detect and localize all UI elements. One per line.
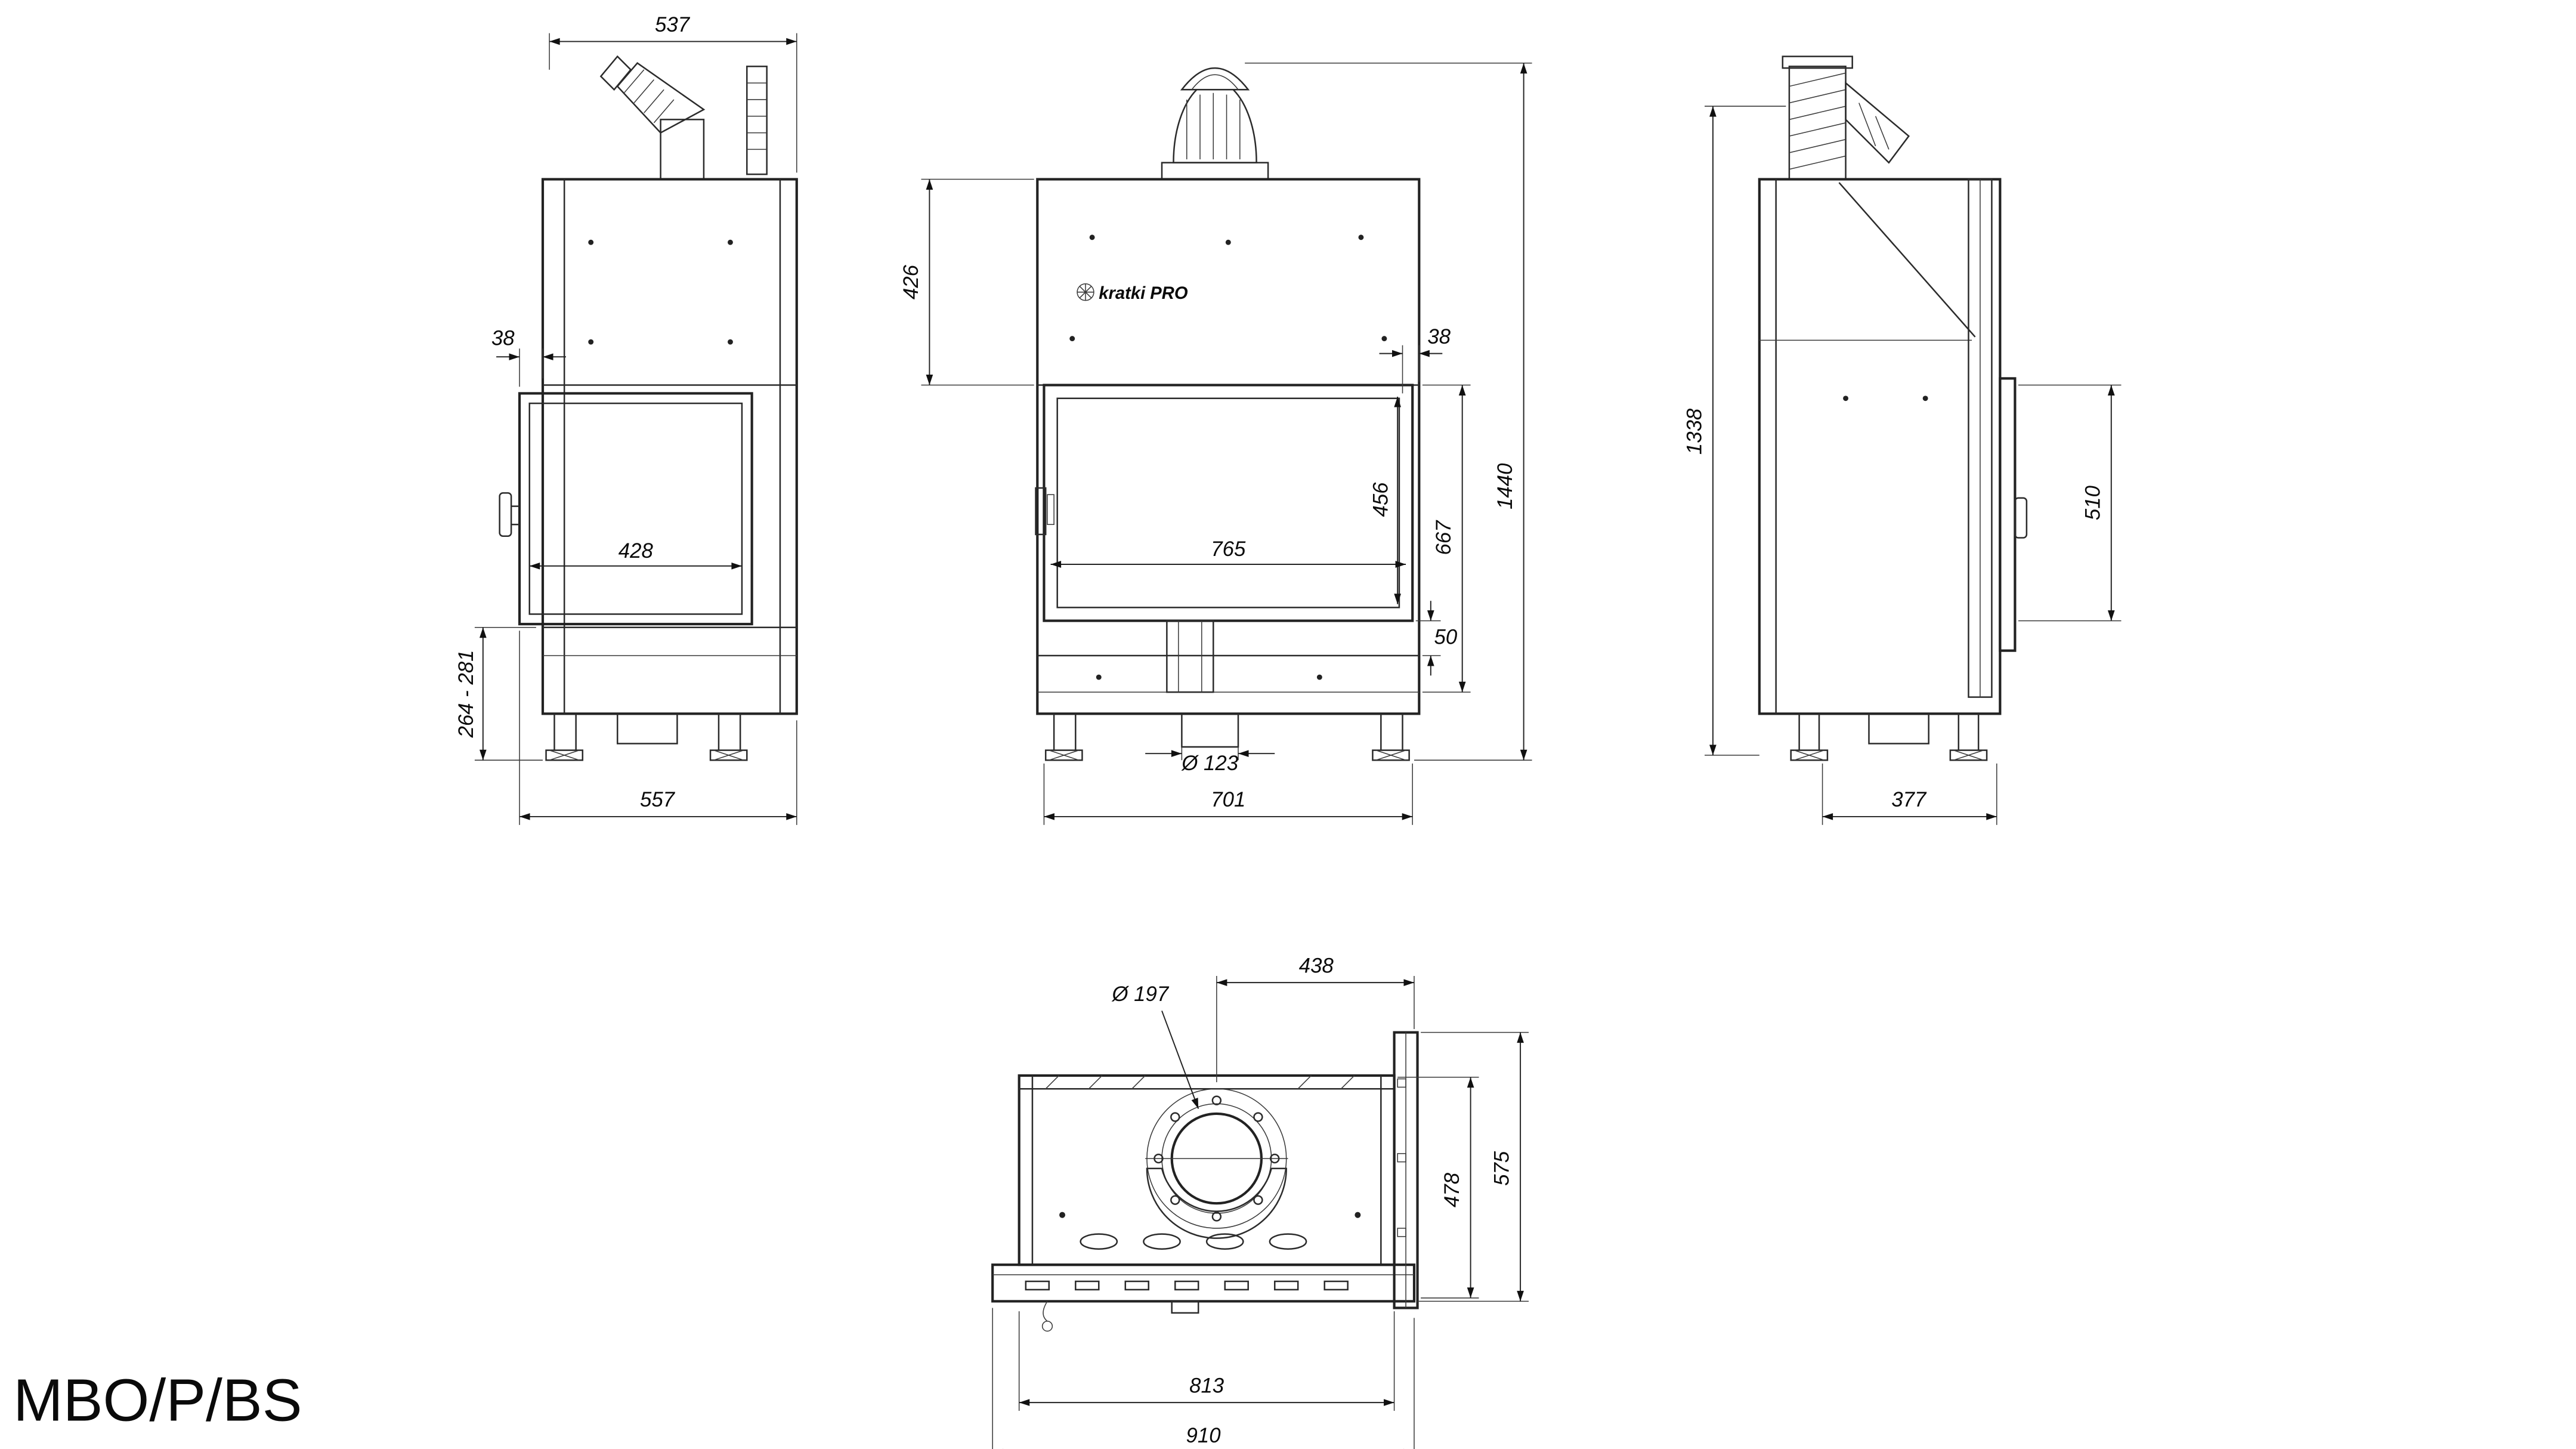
body-side-left <box>541 178 798 715</box>
dim-front-hood-height: 426 <box>900 178 1034 386</box>
dim-label-197: Ø 197 <box>1111 983 1169 1006</box>
dim-label-264-281: 264 - 281 <box>455 650 478 739</box>
dim-front-air-inlet: Ø 123 <box>1145 747 1275 775</box>
dim-label-478: 478 <box>1441 1172 1464 1207</box>
dim-front-plinth-gap: 50 <box>1415 601 1458 676</box>
top-side-glass-strip <box>1393 1031 1419 1309</box>
dim-label-575: 575 <box>1491 1151 1514 1186</box>
view-side-left: 537 38 428 264 - 281 557 <box>455 14 798 825</box>
dim-label-1338: 1338 <box>1683 408 1706 455</box>
view-top: Ø 197 438 478 575 813 <box>991 954 1529 1449</box>
dim-label-813: 813 <box>1189 1374 1224 1397</box>
dim-side-total-depth: 557 <box>519 631 797 825</box>
top-body <box>1018 1074 1396 1266</box>
dim-label-456: 456 <box>1369 482 1392 517</box>
body-side-right <box>1758 178 2002 715</box>
door-handle-right <box>2014 497 2028 539</box>
dim-side-top-width: 537 <box>549 14 797 173</box>
dim-label-38-left: 38 <box>491 328 515 350</box>
dim-label-123: Ø 123 <box>1181 752 1238 775</box>
view-front: kratki PRO <box>900 62 1532 825</box>
base-front <box>1037 620 1420 693</box>
dim-top-flue-diameter: Ø 197 <box>1111 983 1199 1109</box>
door-front <box>1035 384 1414 622</box>
dim-label-50: 50 <box>1434 626 1458 649</box>
dim-label-765: 765 <box>1211 538 1246 561</box>
dim-right-base-depth: 377 <box>1822 763 1997 825</box>
dim-label-910: 910 <box>1186 1425 1221 1447</box>
brand-logo: kratki PRO <box>1077 283 1188 303</box>
legs-side-left <box>545 713 748 761</box>
dim-front-glass-width: 765 <box>1050 538 1406 568</box>
side-glass-right <box>1999 377 2028 652</box>
dim-top-total-width: 910 <box>992 1308 1415 1449</box>
dim-label-38-right: 38 <box>1427 326 1451 348</box>
dim-right-body-height: 1338 <box>1683 106 1786 756</box>
view-side-right: 1338 510 377 <box>1683 55 2122 825</box>
dim-label-667: 667 <box>1433 520 1455 555</box>
dim-front-door-offset: 38 <box>1379 326 1451 394</box>
dim-top-total-depth: 575 <box>1417 1031 1529 1302</box>
door-handle-front <box>1035 487 1047 536</box>
dim-right-glass-height: 510 <box>2018 384 2122 622</box>
dim-side-door-offset: 38 <box>491 328 566 387</box>
legs-side-right <box>1790 713 1988 761</box>
dim-side-glass-width: 428 <box>529 540 742 570</box>
dim-top-flue-offset: 438 <box>1216 954 1415 1083</box>
brand-logo-text: kratki PRO <box>1099 284 1188 303</box>
flue-elbow-left-icon <box>599 55 768 180</box>
door-handle-left <box>499 492 512 537</box>
handle-tool-icon <box>1041 1320 1053 1332</box>
dim-label-701: 701 <box>1211 789 1245 811</box>
flue-elbow-right-icon <box>1782 55 1910 180</box>
dim-label-377: 377 <box>1891 789 1927 811</box>
dim-front-base-width: 701 <box>1043 763 1413 825</box>
dim-label-557: 557 <box>640 789 676 811</box>
dim-side-base-height: 264 - 281 <box>455 626 543 761</box>
dim-top-body-depth: 478 <box>1397 1076 1479 1299</box>
legs-front <box>1044 713 1410 761</box>
top-flue-flange <box>1145 1088 1288 1239</box>
latch-tab <box>1171 1300 1199 1314</box>
dim-label-438: 438 <box>1299 954 1334 977</box>
dim-front-total-height: 1440 <box>1245 62 1532 761</box>
dim-label-1440: 1440 <box>1494 463 1517 509</box>
dim-label-426: 426 <box>900 264 923 299</box>
body-front <box>1036 178 1421 715</box>
dim-top-body-width: 813 <box>1018 1311 1395 1411</box>
door-side-left <box>499 392 753 626</box>
dim-label-428: 428 <box>619 540 654 563</box>
dim-label-510: 510 <box>2082 485 2104 520</box>
flue-collar-icon <box>1161 67 1269 180</box>
top-front-plate <box>991 1263 1416 1332</box>
model-title: MBO/P/BS <box>13 1367 302 1434</box>
dim-front-firebox-height: 667 <box>1422 384 1471 693</box>
dim-front-glass-height: 456 <box>1369 396 1402 604</box>
dim-label-537: 537 <box>655 14 691 36</box>
